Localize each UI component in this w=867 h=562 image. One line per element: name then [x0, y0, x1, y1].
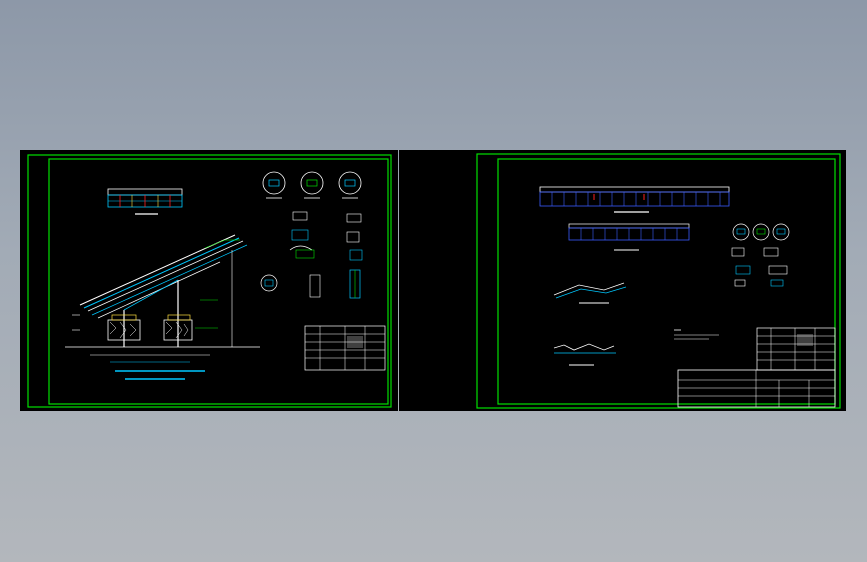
detail-circles — [262, 171, 362, 199]
long-beam-elevation — [539, 186, 730, 213]
outer-frame — [27, 154, 392, 408]
drawing-sheet-left[interactable] — [20, 150, 398, 411]
small-details — [260, 211, 363, 299]
section-caption — [115, 370, 205, 380]
profile-details — [553, 282, 627, 366]
sheet-left-drawing — [27, 154, 392, 408]
title-block — [677, 327, 836, 408]
inner-frame — [48, 158, 389, 405]
second-beam-elevation — [568, 223, 690, 251]
detail-circles — [731, 223, 790, 287]
outer-frame — [476, 153, 841, 409]
top-beam-elevation — [107, 188, 183, 215]
notes — [674, 329, 719, 340]
side-section-diagram — [65, 234, 260, 363]
sheet-right-drawing — [476, 153, 841, 409]
inner-frame — [497, 158, 836, 405]
drawing-sheet-right[interactable] — [399, 150, 846, 411]
title-block — [304, 325, 386, 371]
